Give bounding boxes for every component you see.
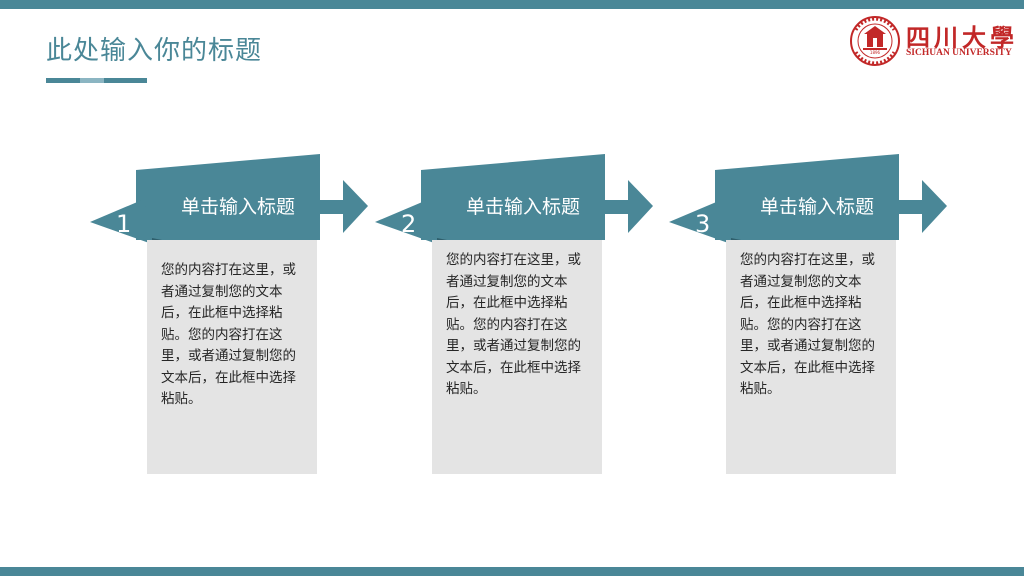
ribbon-arrow-shape [375,154,653,244]
university-logo: 1896 四川大學 SICHUAN UNIVERSITY [848,12,1018,70]
step-body[interactable]: 您的内容打在这里，或者通过复制您的文本后，在此框中选择粘贴。您的内容打在这里，或… [726,240,896,474]
step-number: 3 [695,210,711,238]
step-card-2: 2 单击输入标题 您的内容打在这里，或者通过复制您的文本后，在此框中选择粘贴。您… [375,152,675,482]
step-text: 您的内容打在这里，或者通过复制您的文本后，在此框中选择粘贴。您的内容打在这里，或… [740,252,875,397]
step-number: 2 [401,210,417,238]
step-body[interactable]: 您的内容打在这里，或者通过复制您的文本后，在此框中选择粘贴。您的内容打在这里，或… [432,240,602,474]
step-heading[interactable]: 单击输入标题 [180,196,295,218]
logo-year: 1896 [870,50,881,55]
university-seal-icon: 1896 [850,16,900,66]
title-underline [46,78,147,83]
step-card-3: 3 单击输入标题 您的内容打在这里，或者通过复制您的文本后，在此框中选择粘贴。您… [669,152,969,482]
ribbon-arrow-shape [669,154,947,244]
top-accent-bar [0,0,1024,9]
step-body[interactable]: 您的内容打在这里，或者通过复制您的文本后，在此框中选择粘贴。您的内容打在这里，或… [147,240,317,474]
logo-name-cn: 四川大學 [906,23,1018,52]
step-number: 1 [116,210,132,238]
logo-name-en: SICHUAN UNIVERSITY [906,48,1012,58]
step-text: 您的内容打在这里，或者通过复制您的文本后，在此框中选择粘贴。您的内容打在这里，或… [446,252,581,397]
bottom-accent-bar [0,567,1024,576]
step-heading[interactable]: 单击输入标题 [465,196,580,218]
step-heading[interactable]: 单击输入标题 [759,196,874,218]
ribbon-arrow-shape [90,154,368,244]
page-title[interactable]: 此处输入你的标题 [46,36,263,66]
step-card-1: 1 单击输入标题 您的内容打在这里，或者通过复制您的文本后，在此框中选择粘贴。您… [90,152,390,482]
step-text: 您的内容打在这里，或者通过复制您的文本后，在此框中选择粘贴。您的内容打在这里，或… [161,262,296,407]
